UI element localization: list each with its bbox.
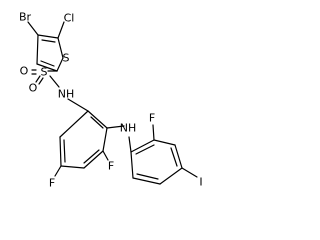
bond-ring2-f xyxy=(152,124,155,141)
atom-label-thiophene-sulfur: S xyxy=(63,52,70,65)
atom-label-bromine: Br xyxy=(19,11,32,24)
bond-c4-c5-double xyxy=(41,39,56,43)
bond-c3-c4 xyxy=(36,34,39,65)
sulfonamide-group xyxy=(31,69,89,112)
thiophene-ring xyxy=(27,21,65,72)
atom-label-fluorine-ortho: F xyxy=(149,112,155,125)
bond-c2-c3-double xyxy=(40,60,55,67)
bond-r5 xyxy=(59,136,62,167)
atom-label-sulfonyl-oxygen-2: O xyxy=(20,65,29,78)
bond-c5-cl xyxy=(57,21,65,39)
bond-r3 xyxy=(83,150,104,169)
bond-s5 xyxy=(132,177,161,185)
bond-c2-c3 xyxy=(36,63,58,72)
bond-s4 xyxy=(159,167,183,185)
bond-r4 xyxy=(60,165,85,169)
bond-r3-double xyxy=(83,149,100,164)
chemical-structure: Br Cl S O S O NH NH F F F I xyxy=(19,11,203,190)
bond-s1 xyxy=(130,139,155,153)
fluoroiodophenyl-ring xyxy=(128,124,198,185)
bond-r2 xyxy=(102,127,108,152)
bond-s2 xyxy=(153,139,176,146)
bond-s1-double xyxy=(135,144,155,155)
bond-ring-f4 xyxy=(54,165,62,177)
bond-ring-f3 xyxy=(102,150,109,161)
atom-label-sulfonyl-sulfur: S xyxy=(41,66,48,79)
atom-label-amine-nh: NH xyxy=(120,122,137,135)
bond-r6 xyxy=(59,110,89,138)
atom-label-sulfonamide-nh: NH xyxy=(58,88,75,101)
bond-s5-double xyxy=(136,173,159,180)
bond-s3 xyxy=(174,144,183,169)
bond-c4-br xyxy=(27,21,39,36)
atom-labels: Br Cl S O S O NH NH F F F I xyxy=(19,11,203,190)
difluorophenyl-ring xyxy=(54,110,125,177)
bond-s6 xyxy=(130,151,134,179)
bond-r5-double xyxy=(63,139,66,163)
bond-r1 xyxy=(87,110,108,129)
atom-label-fluorine-4: F xyxy=(49,177,55,190)
bond-ring-nh xyxy=(106,125,125,129)
bond-sulfonyl-o1 xyxy=(35,75,41,83)
bond-nh-ring xyxy=(67,98,89,112)
atom-label-iodine: I xyxy=(199,176,202,189)
bond-c5-s xyxy=(57,37,64,59)
bond-r1-double xyxy=(90,116,104,129)
bond-ring2-i xyxy=(181,167,198,178)
atom-label-chlorine: Cl xyxy=(64,12,75,25)
bond-s3-double xyxy=(170,147,178,167)
bond-c4-c5 xyxy=(37,34,59,39)
atom-label-sulfonyl-oxygen-1: O xyxy=(29,82,38,95)
bond-s-c2 xyxy=(56,57,64,72)
atom-label-fluorine-3: F xyxy=(108,160,114,173)
bond-nh-ring2 xyxy=(128,136,132,153)
bond-sulfonyl-o1-double xyxy=(38,77,44,85)
bond-sulfonyl-nh xyxy=(49,75,60,88)
